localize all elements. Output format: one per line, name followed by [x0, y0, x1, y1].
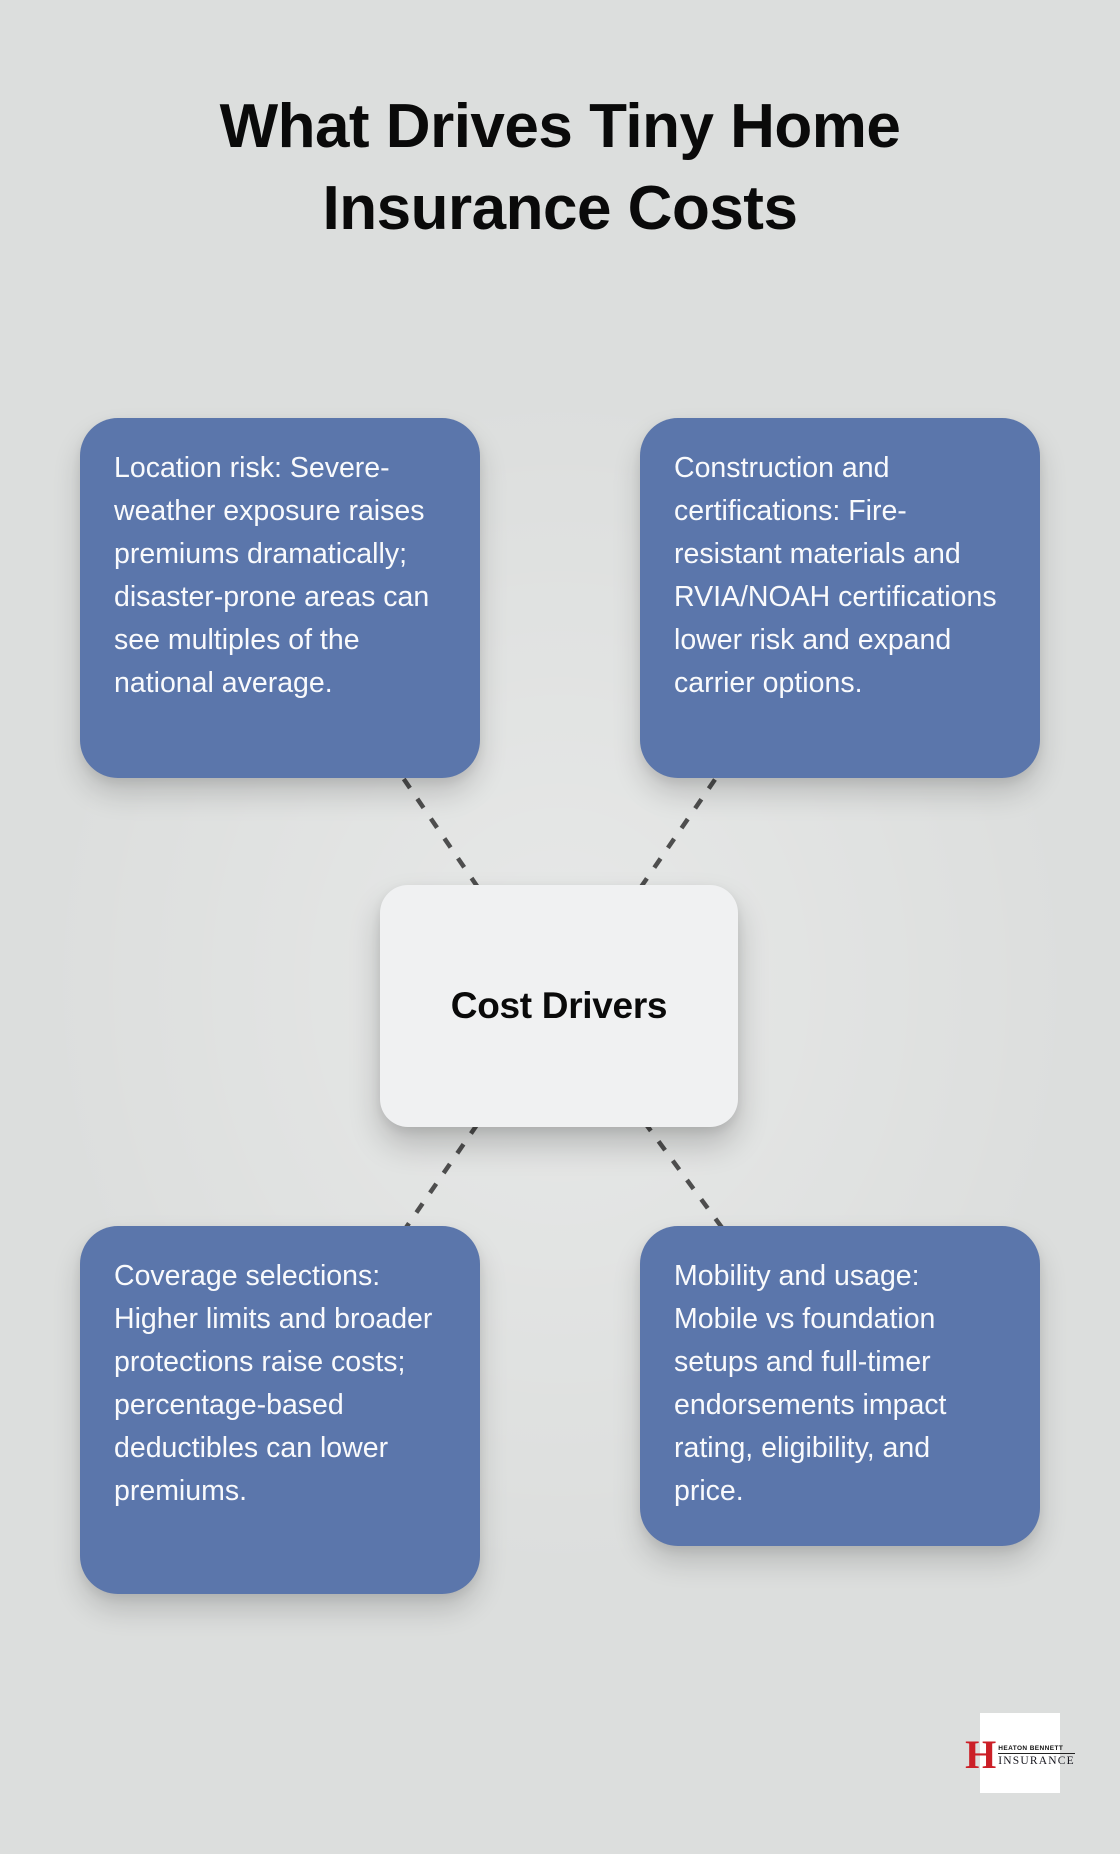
logo-company-name: HEATON BENNETT — [998, 1745, 1075, 1755]
node-construction-certifications-text: Construction and certifications: Fire-re… — [674, 452, 997, 699]
logo-text-block: HEATON BENNETT INSURANCE — [998, 1745, 1075, 1768]
node-mobility-usage: Mobility and usage: Mobile vs foundation… — [640, 1226, 1040, 1546]
node-mobility-usage-text: Mobility and usage: Mobile vs foundation… — [674, 1260, 947, 1507]
node-coverage-selections: Coverage selections: Higher limits and b… — [80, 1226, 480, 1594]
heaton-bennett-logo: H HEATON BENNETT INSURANCE — [965, 1713, 1075, 1793]
node-construction-certifications: Construction and certifications: Fire-re… — [640, 418, 1040, 778]
node-location-risk: Location risk: Severe-weather exposure r… — [80, 418, 480, 778]
node-coverage-selections-text: Coverage selections: Higher limits and b… — [114, 1260, 433, 1507]
logo-h-initial: H — [965, 1731, 997, 1777]
node-location-risk-text: Location risk: Severe-weather exposure r… — [114, 452, 430, 699]
title-line-2: Insurance Costs — [322, 174, 798, 243]
infographic-title: What Drives Tiny Home Insurance Costs — [0, 86, 1120, 250]
title-line-1: What Drives Tiny Home — [219, 92, 901, 161]
center-node-label: Cost Drivers — [450, 985, 668, 1026]
logo-company-type: INSURANCE — [998, 1755, 1075, 1768]
center-node: Cost Drivers — [380, 885, 738, 1127]
